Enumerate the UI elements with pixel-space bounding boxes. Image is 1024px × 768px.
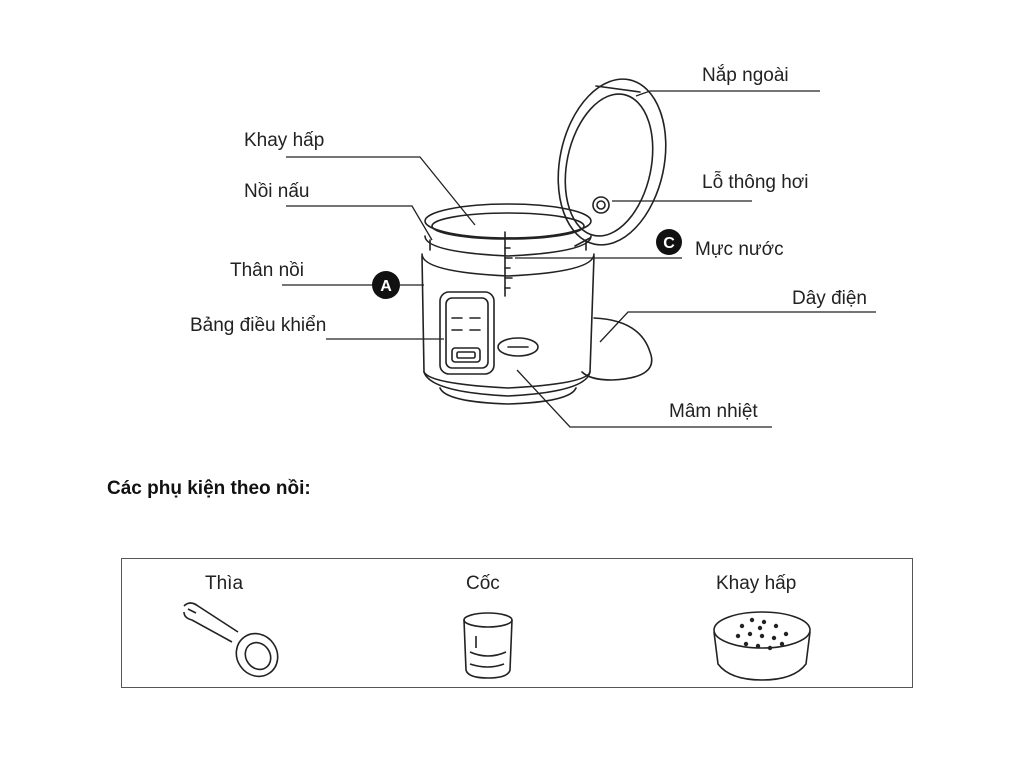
rice-spoon-icon	[183, 602, 279, 678]
label-inner-pot: Nồi nấu	[244, 181, 310, 202]
power-cord-drawing	[581, 317, 653, 381]
badge-a: A	[372, 271, 400, 299]
label-body: Thân nồi	[230, 260, 304, 281]
leader-outer-lid	[635, 90, 820, 97]
accessory-label-tray: Khay hấp	[716, 573, 797, 594]
leader-steam-tray	[286, 156, 476, 226]
leader-power-cord	[599, 311, 876, 343]
label-steam-tray: Khay hấp	[244, 130, 325, 151]
label-heating-plate: Mâm nhiệt	[669, 401, 758, 422]
rice-cooker-illustration	[421, 78, 667, 405]
leader-heating-plate	[516, 369, 772, 428]
badge-c: C	[656, 229, 682, 255]
label-water-level: Mực nước	[695, 239, 784, 260]
accessory-label-spoon: Thìa	[205, 573, 244, 594]
cooker-body-drawing	[421, 231, 595, 405]
badge-a-letter: A	[380, 278, 392, 295]
label-control-panel: Bảng điều khiển	[190, 315, 327, 336]
control-panel-drawing	[439, 291, 495, 375]
label-vent-hole: Lỗ thông hơi	[702, 172, 809, 193]
accessory-label-cup: Cốc	[466, 573, 500, 594]
accessories-box	[121, 558, 913, 688]
leader-inner-pot	[286, 205, 433, 241]
outer-lid-drawing	[557, 78, 667, 247]
measuring-cup-icon	[463, 612, 513, 679]
badge-c-letter: C	[663, 235, 675, 252]
label-power-cord: Dây điện	[792, 288, 867, 309]
label-outer-lid: Nắp ngoài	[702, 65, 789, 86]
steam-tray-icon	[713, 611, 811, 681]
accessories-heading: Các phụ kiện theo nồi:	[107, 478, 311, 499]
vent-hole-drawing	[592, 196, 610, 214]
leader-lines	[282, 90, 876, 428]
heating-plate-drawing	[497, 337, 539, 357]
